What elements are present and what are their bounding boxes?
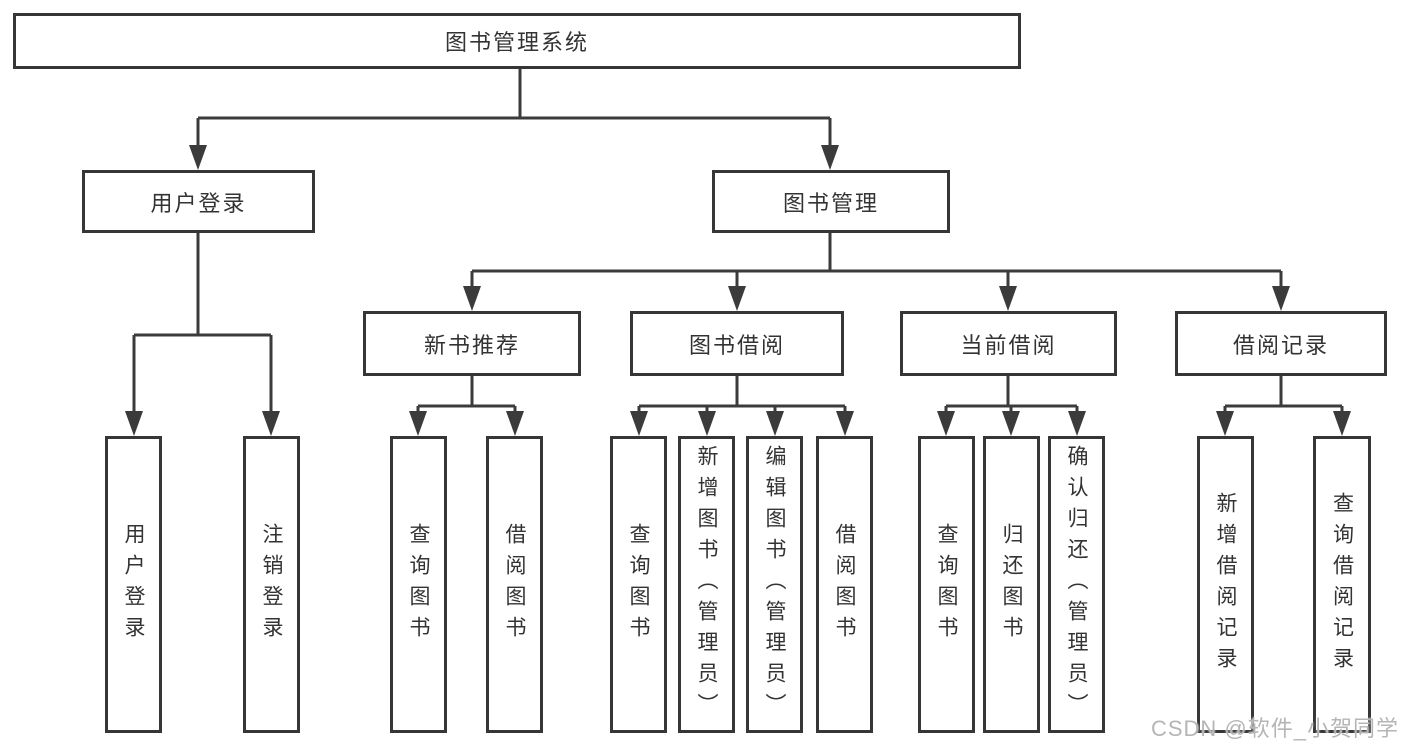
node-confirm-return-admin-label: 确认归还（管理员） [1065,445,1088,724]
node-root: 图书管理系统 [13,13,1021,69]
node-add-borrow-record: 新增借阅记录 [1197,436,1254,733]
node-recommend-query-books-label: 查询图书 [407,522,430,647]
node-borrow-query-books: 查询图书 [610,436,667,733]
node-new-book-recommend-label: 新书推荐 [423,332,520,358]
node-user-login-leaf: 用户登录 [105,436,162,733]
node-current-borrow-label: 当前借阅 [960,332,1057,358]
node-logout-leaf-label: 注销登录 [260,522,283,647]
node-book-management-branch: 图书管理 [712,170,950,233]
node-root-label: 图书管理系统 [444,30,589,55]
node-borrow-books-leaf-label: 借阅图书 [833,522,856,647]
node-user-login-branch: 用户登录 [82,170,315,233]
node-borrow-query-books-label: 查询图书 [627,522,650,647]
node-edit-books-admin: 编辑图书（管理员） [746,436,803,733]
node-book-borrow: 图书借阅 [630,311,844,376]
node-recommend-borrow-books: 借阅图书 [486,436,543,733]
node-recommend-query-books: 查询图书 [390,436,447,733]
node-query-borrow-record: 查询借阅记录 [1313,436,1371,733]
node-add-books-admin: 新增图书（管理员） [678,436,735,733]
node-current-query-books: 查询图书 [918,436,975,733]
node-add-books-admin-label: 新增图书（管理员） [695,445,718,724]
node-return-books: 归还图书 [983,436,1040,733]
node-borrow-record: 借阅记录 [1175,311,1387,376]
node-user-login-branch-label: 用户登录 [150,190,247,216]
node-recommend-borrow-books-label: 借阅图书 [503,522,526,647]
node-current-query-books-label: 查询图书 [935,522,958,647]
node-add-borrow-record-label: 新增借阅记录 [1214,491,1237,678]
node-user-login-leaf-label: 用户登录 [122,522,145,647]
node-book-borrow-label: 图书借阅 [688,332,785,358]
node-return-books-label: 归还图书 [1000,522,1023,647]
arrowheads [125,145,1351,436]
node-logout-leaf: 注销登录 [243,436,300,733]
node-book-management-branch-label: 图书管理 [782,190,879,216]
csdn-watermark: CSDN @软件_小贺同学 [1150,716,1399,741]
node-borrow-books-leaf: 借阅图书 [816,436,873,733]
node-query-borrow-record-label: 查询借阅记录 [1330,491,1354,678]
node-borrow-record-label: 借阅记录 [1232,332,1329,358]
node-new-book-recommend: 新书推荐 [363,311,581,376]
node-confirm-return-admin: 确认归还（管理员） [1048,436,1105,733]
node-edit-books-admin-label: 编辑图书（管理员） [763,445,786,724]
node-current-borrow: 当前借阅 [900,311,1117,376]
